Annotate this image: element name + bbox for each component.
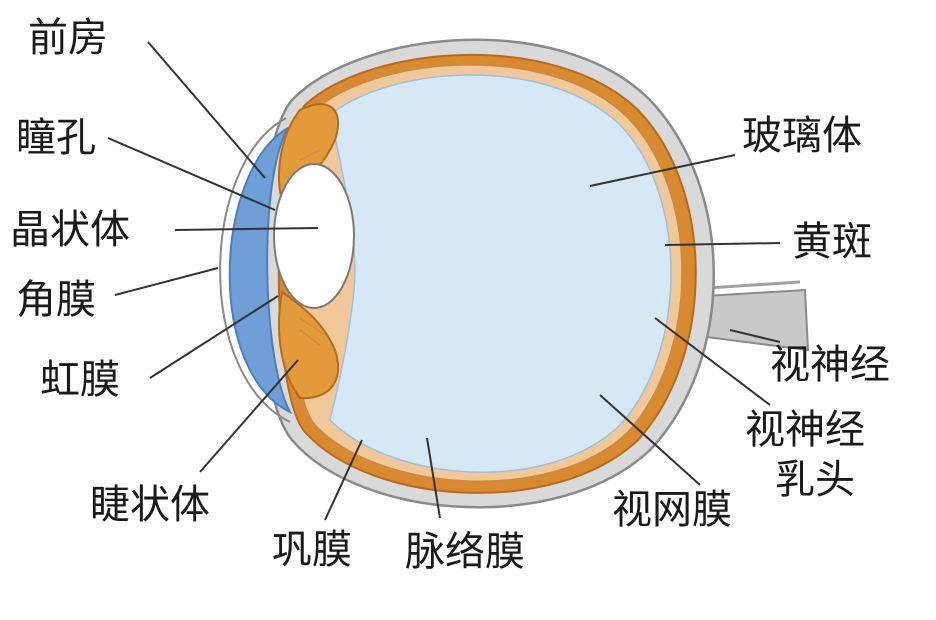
leader-anterior-chamber — [147, 41, 266, 179]
label-choroid: 脉络膜 — [405, 529, 525, 575]
label-optic-disc-line2: 乳头 — [775, 457, 855, 503]
label-optic-nerve: 视神经 — [770, 342, 890, 388]
ciliary-body-lower — [278, 290, 340, 400]
leader-pupil — [107, 137, 276, 211]
leader-macula — [664, 242, 781, 246]
label-pupil: 瞳孔 — [16, 115, 96, 161]
leader-lens — [174, 227, 319, 231]
cornea-shape — [228, 125, 293, 415]
leader-cornea — [114, 267, 219, 296]
cornea-outer-line — [219, 117, 291, 423]
label-ciliary-body: 睫状体 — [90, 482, 210, 528]
leader-ciliary-body — [199, 359, 299, 473]
label-vitreous-body: 玻璃体 — [742, 113, 862, 159]
label-retina: 视网膜 — [612, 487, 732, 533]
leader-choroid — [426, 437, 441, 519]
label-iris: 虹膜 — [40, 357, 120, 403]
leader-retina — [599, 394, 701, 486]
label-macula: 黄斑 — [792, 219, 872, 265]
leader-optic-nerve — [729, 329, 781, 343]
leader-optic-disc — [654, 317, 771, 406]
label-lens: 晶状体 — [10, 207, 130, 253]
leader-iris — [149, 295, 279, 379]
label-optic-disc-line1: 视神经 — [745, 407, 865, 453]
label-sclera: 巩膜 — [272, 527, 352, 573]
label-anterior-chamber: 前房 — [28, 15, 108, 61]
zonule-lower — [299, 317, 326, 346]
leader-sclera — [324, 439, 363, 521]
leader-vitreous-body — [589, 154, 736, 187]
label-cornea: 角膜 — [16, 277, 96, 323]
vitreous-body-shape — [329, 74, 672, 473]
lens-shape — [273, 163, 355, 309]
